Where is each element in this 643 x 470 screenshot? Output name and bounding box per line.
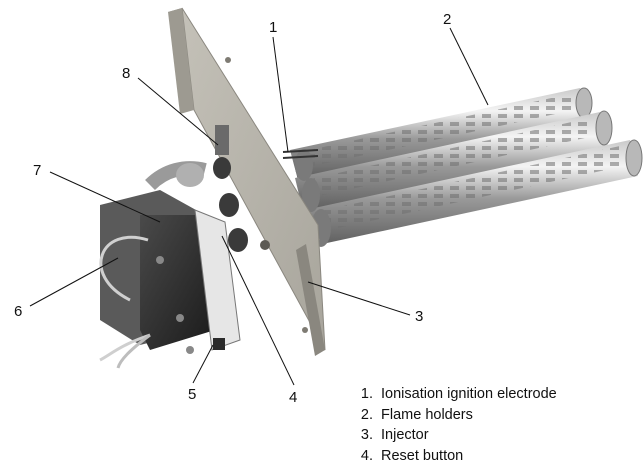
flame-holder-tube-bottom	[305, 139, 643, 246]
legend-number: 1.	[360, 386, 373, 402]
flame-holder-tube-middle	[295, 110, 613, 211]
callout-4: 4	[289, 389, 297, 406]
callout-3: 3	[415, 308, 423, 325]
mounting-plate	[168, 7, 326, 356]
callout-1: 1	[269, 19, 277, 36]
injector-fittings	[213, 125, 248, 252]
legend-number: 4.	[360, 447, 373, 464]
reset-button	[213, 338, 225, 350]
ignition-electrode	[282, 149, 319, 159]
legend-item: 2. Flame holders	[347, 405, 557, 426]
legend-text: Ionisation ignition electrode	[381, 386, 557, 402]
callout-7: 7	[33, 162, 41, 179]
callout-2: 2	[443, 11, 451, 28]
callout-5: 5	[188, 386, 196, 403]
parts-legend: 1. Ionisation ignition electrode 2. Flam…	[347, 384, 557, 466]
legend-text: Injector	[381, 427, 429, 443]
gas-pipe	[145, 161, 207, 191]
legend-text: Flame holders	[381, 406, 473, 423]
legend-item: 4. Reset button	[347, 446, 557, 467]
flame-holders	[282, 87, 643, 247]
gas-valve	[100, 190, 241, 354]
legend-number: 2.	[360, 406, 373, 423]
callout-numbers: 1 2 3 4 5 6 7 8	[14, 11, 451, 406]
legend-number: 3.	[360, 427, 373, 443]
legend-item: 3. Injector	[347, 425, 557, 446]
flame-holder-tube-top	[290, 87, 593, 180]
callout-8: 8	[122, 65, 130, 82]
callout-6: 6	[14, 303, 22, 320]
pilot-tubes	[99, 235, 151, 369]
legend-text: Reset button	[381, 447, 464, 464]
callout-leaders	[29, 27, 489, 386]
legend-item: 1. Ionisation ignition electrode	[347, 384, 557, 405]
